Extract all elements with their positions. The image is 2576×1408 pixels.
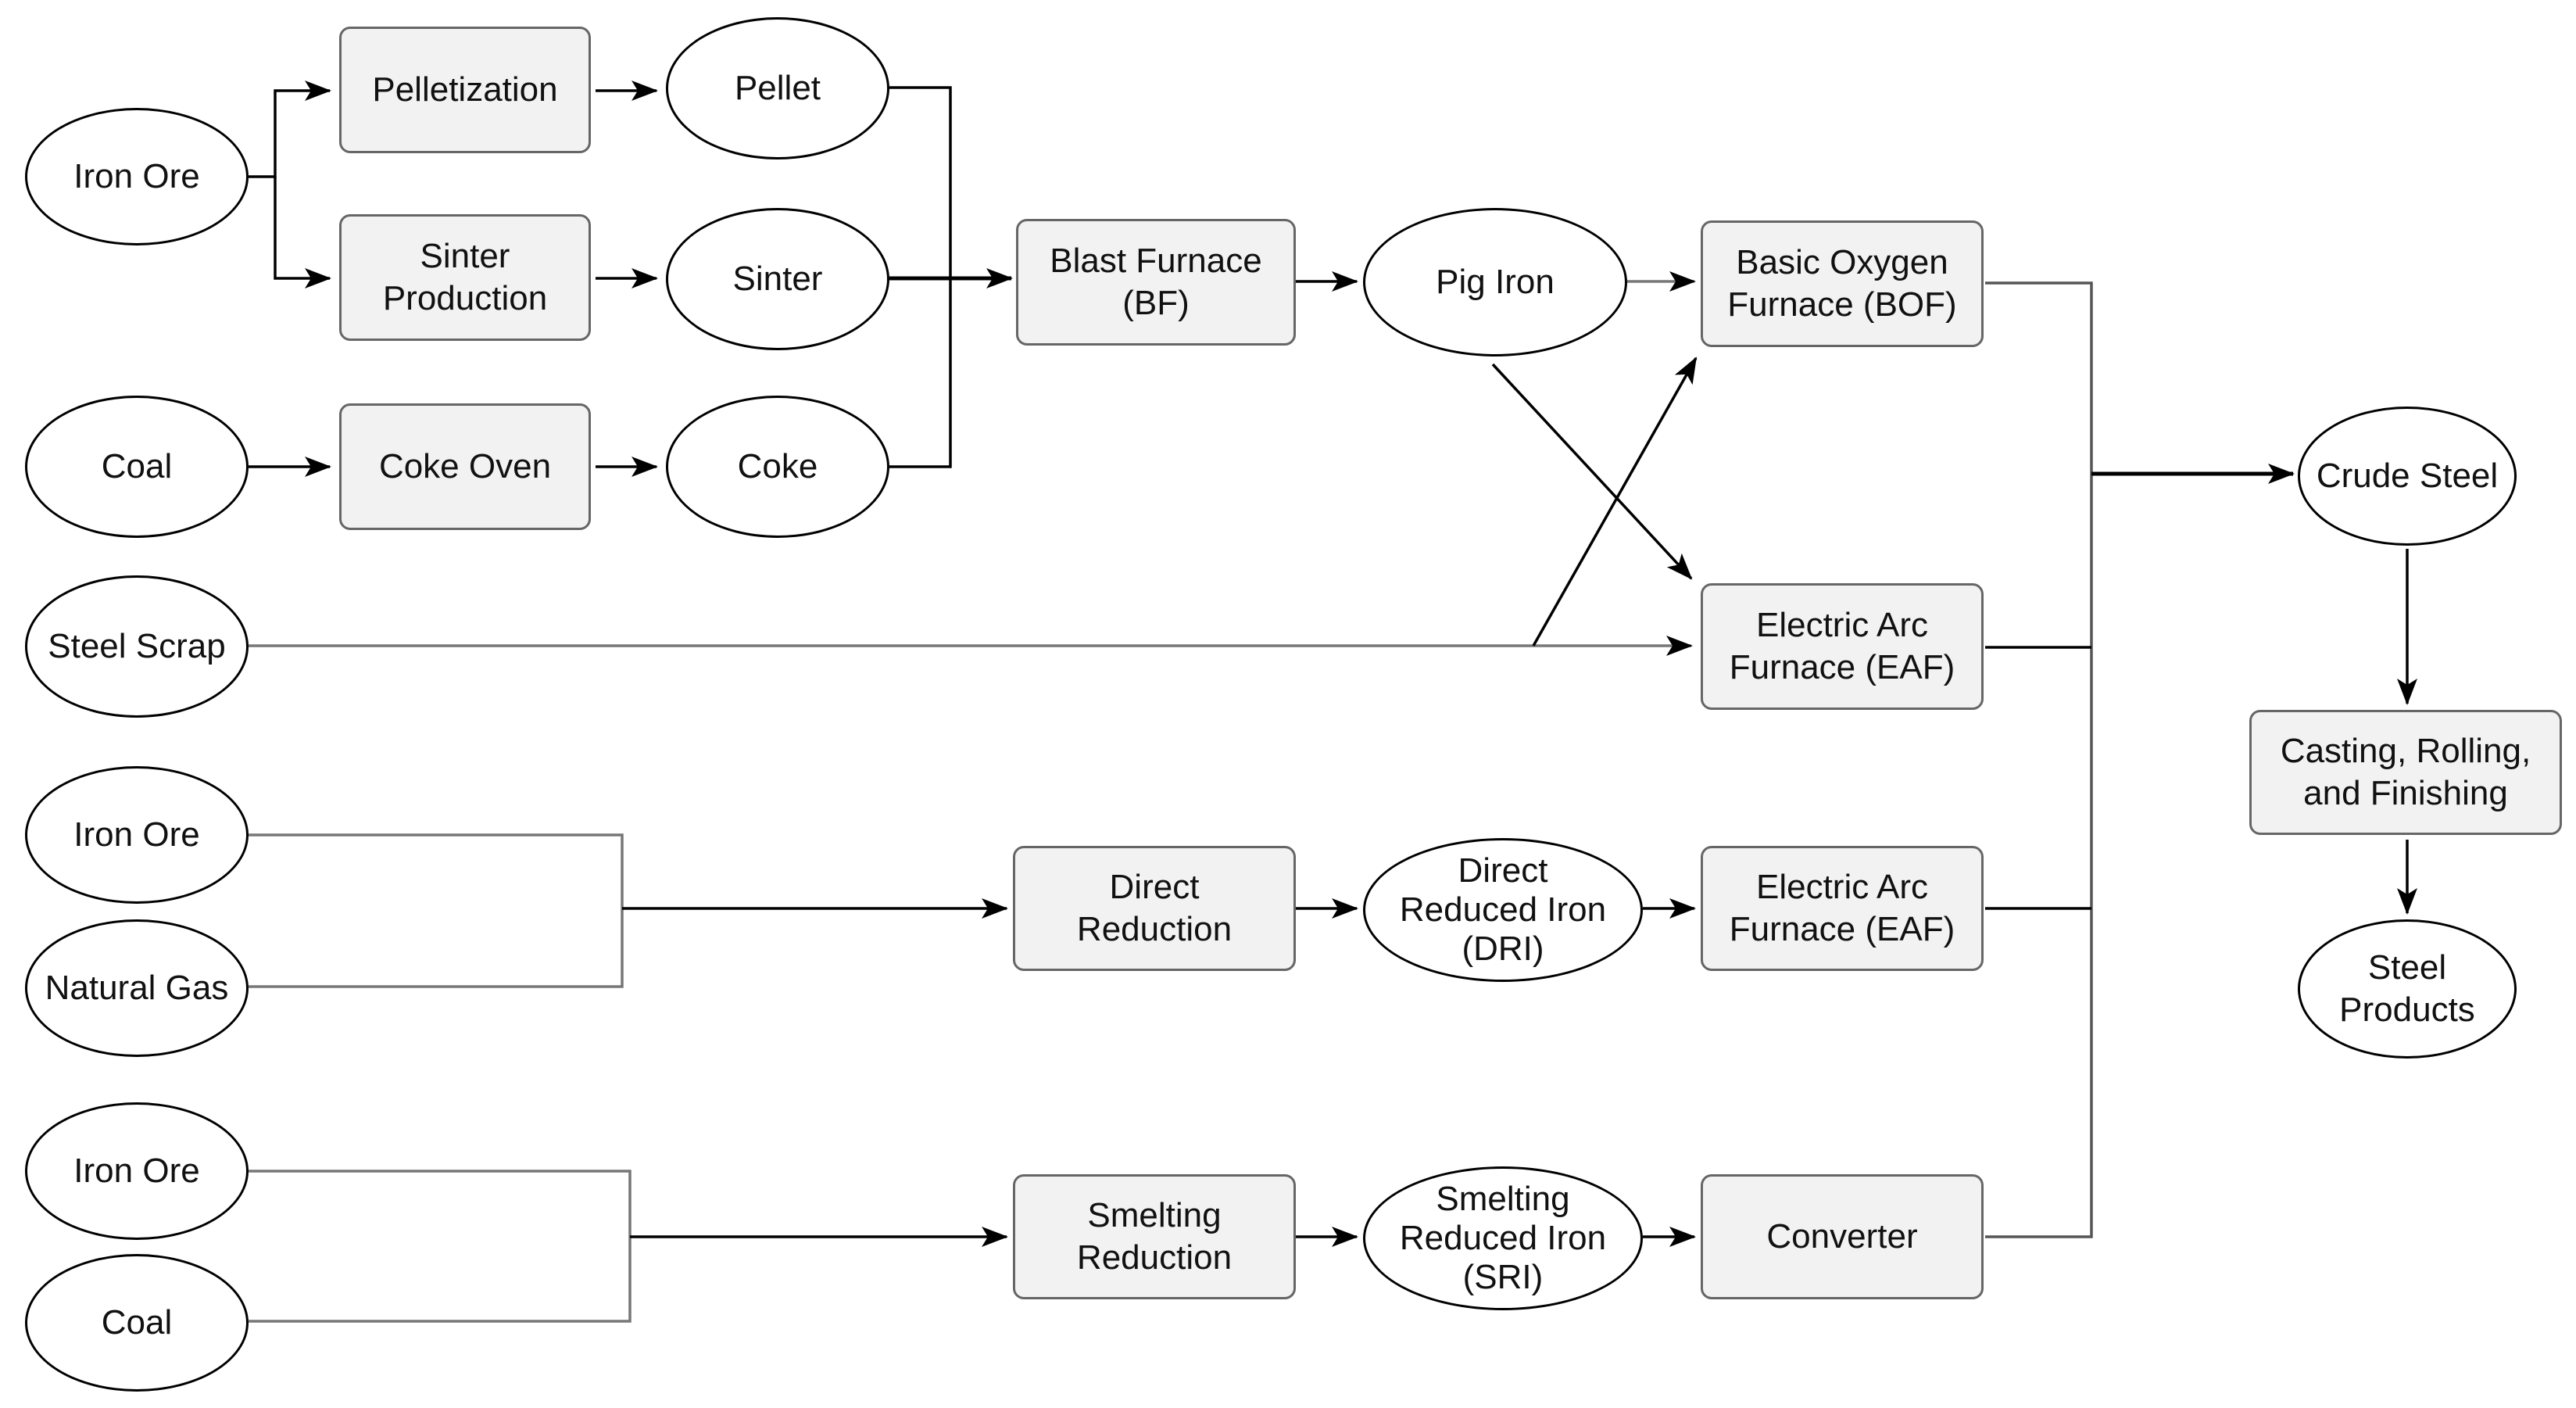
crude-steel-node: Crude Steel [2298, 407, 2517, 546]
pellet-node: Pellet [666, 17, 889, 159]
coal-node-1: Coal [25, 396, 249, 538]
eaf-node-2: Electric Arc Furnace (EAF) [1701, 846, 1984, 971]
blast-furnace-node: Blast Furnace (BF) [1016, 219, 1296, 346]
coke-node: Coke [666, 396, 889, 538]
connector-ironore-branch [249, 81, 331, 178]
pelletization-node: Pelletization [339, 27, 591, 153]
sinter-production-node: Sinter Production [339, 214, 591, 341]
direct-reduction-node: Direct Reduction [1013, 846, 1296, 971]
iron-ore-node-1: Iron Ore [25, 108, 249, 245]
steel-products-node: Steel Products [2298, 919, 2517, 1059]
sri-node: Smelting Reduced Iron (SRI) [1363, 1166, 1643, 1310]
converter-node: Converter [1701, 1174, 1984, 1299]
pig-iron-node: Pig Iron [1363, 208, 1627, 356]
casting-rolling-finishing-node: Casting, Rolling, and Finishing [2249, 710, 2562, 835]
sinter-node: Sinter [666, 208, 889, 350]
steel-scrap-node: Steel Scrap [25, 575, 249, 718]
eaf-node-1: Electric Arc Furnace (EAF) [1701, 583, 1984, 710]
coke-oven-node: Coke Oven [339, 403, 591, 530]
smelting-reduction-node: Smelting Reduction [1013, 1174, 1296, 1299]
iron-ore-node-2: Iron Ore [25, 766, 249, 904]
dri-node: Direct Reduced Iron (DRI) [1363, 838, 1643, 982]
coal-node-2: Coal [25, 1254, 249, 1392]
iron-ore-node-3: Iron Ore [25, 1102, 249, 1240]
natural-gas-node: Natural Gas [25, 919, 249, 1057]
bof-node: Basic Oxygen Furnace (BOF) [1701, 220, 1984, 347]
